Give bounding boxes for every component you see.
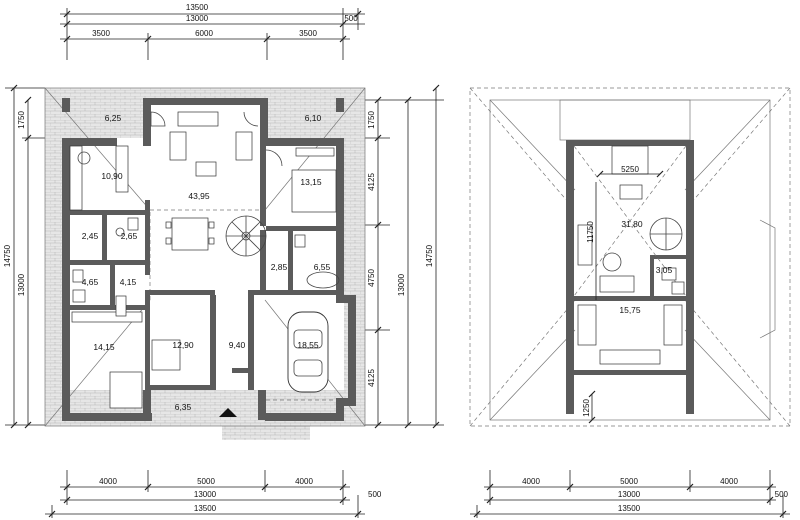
room-area-terrace-right: 6,10 — [305, 113, 322, 123]
dim-top-inner: 13000 — [186, 14, 209, 23]
attic-room-labels: 31,80 3,05 15,75 — [619, 219, 672, 315]
attic-dim-bottom-seg1: 4000 — [522, 477, 540, 486]
room-area-bedroom-s: 12,90 — [172, 340, 194, 350]
ground-room-labels: 6,25 6,10 10,90 43,95 13,15 2,45 2,65 4,… — [82, 113, 331, 412]
dim-left-overall: 14750 — [3, 244, 12, 267]
ground-walls — [62, 98, 356, 421]
attic-floor-plan: 5250 11750 1250 31,80 3,05 15,75 — [469, 87, 791, 518]
dim-right-inner: 13000 — [397, 273, 406, 296]
room-area-garage: 18,55 — [297, 340, 319, 350]
dim-bottom-seg3: 4000 — [295, 477, 313, 486]
room-area-closet: 2,85 — [271, 262, 288, 272]
room-area-bedroom-ne: 13,15 — [300, 177, 322, 187]
dim-right-top: 1750 — [367, 111, 376, 129]
ground-furniture — [69, 111, 340, 417]
dim-top-seg1: 3500 — [92, 29, 110, 38]
attic-dim-bottom-overhang: 500 — [775, 490, 789, 499]
dim-top-seg3: 3500 — [299, 29, 317, 38]
entry-arrow-icon — [219, 408, 237, 417]
ground-floor-plan: 13500 13000 500 3500 6000 3500 14750 130… — [3, 3, 444, 518]
dim-right-overall: 14750 — [425, 244, 434, 267]
room-area-wc: 2,65 — [121, 231, 138, 241]
attic-dim-height: 11750 — [586, 221, 595, 243]
top-dimensions: 13500 13000 500 3500 6000 3500 — [60, 3, 365, 60]
attic-inner-dimensions: 5250 11750 1250 — [582, 165, 664, 424]
bottom-dimensions: 4000 5000 4000 13000 13500 500 — [45, 470, 382, 518]
dim-bottom-overhang: 500 — [368, 490, 382, 499]
dim-left-top: 1750 — [17, 111, 26, 129]
attic-dim-bottom-seg3: 4000 — [720, 477, 738, 486]
left-dimensions: 14750 13000 1750 — [3, 84, 45, 429]
dim-right-seg3: 4125 — [367, 369, 376, 387]
room-area-corridor: 9,40 — [229, 340, 246, 350]
dim-bottom-inner: 13000 — [194, 490, 217, 499]
dim-right-seg1: 4125 — [367, 173, 376, 191]
room-area-bedroom-sw: 14,15 — [93, 342, 115, 352]
room-area-porch: 6,35 — [175, 402, 192, 412]
room-area-attic-main: 31,80 — [621, 219, 643, 229]
dim-top-seg2: 6000 — [195, 29, 213, 38]
attic-dim-bottom-overall: 13500 — [618, 504, 641, 513]
right-dimensions: 1750 4125 4750 4125 13000 14750 — [365, 84, 444, 429]
attic-walls — [566, 140, 694, 414]
room-area-living: 43,95 — [188, 191, 210, 201]
room-area-hall: 4,15 — [120, 277, 137, 287]
attic-dim-bottom: 1250 — [582, 399, 591, 417]
attic-dim-bottom-seg2: 5000 — [620, 477, 638, 486]
attic-bottom-dimensions: 4000 5000 4000 13000 13500 500 — [470, 470, 790, 518]
car-icon — [287, 311, 329, 393]
attic-furniture — [573, 145, 687, 365]
dim-right-seg2: 4750 — [367, 269, 376, 287]
room-area-bathroom: 6,55 — [314, 262, 331, 272]
room-area-attic-lower: 15,75 — [619, 305, 641, 315]
dim-left-inner: 13000 — [17, 273, 26, 296]
dim-bottom-seg2: 5000 — [197, 477, 215, 486]
room-area-pantry: 2,45 — [82, 231, 99, 241]
dim-bottom-seg1: 4000 — [99, 477, 117, 486]
room-area-utility: 4,65 — [82, 277, 99, 287]
dim-top-overhang: 500 — [344, 14, 358, 23]
attic-dim-width: 5250 — [621, 165, 639, 174]
room-area-kitchen: 10,90 — [101, 171, 123, 181]
room-area-attic-bathroom: 3,05 — [656, 265, 673, 275]
dim-top-overall: 13500 — [186, 3, 209, 12]
dim-bottom-overall: 13500 — [194, 504, 217, 513]
attic-dim-bottom-inner: 13000 — [618, 490, 641, 499]
room-area-terrace-left: 6,25 — [105, 113, 122, 123]
